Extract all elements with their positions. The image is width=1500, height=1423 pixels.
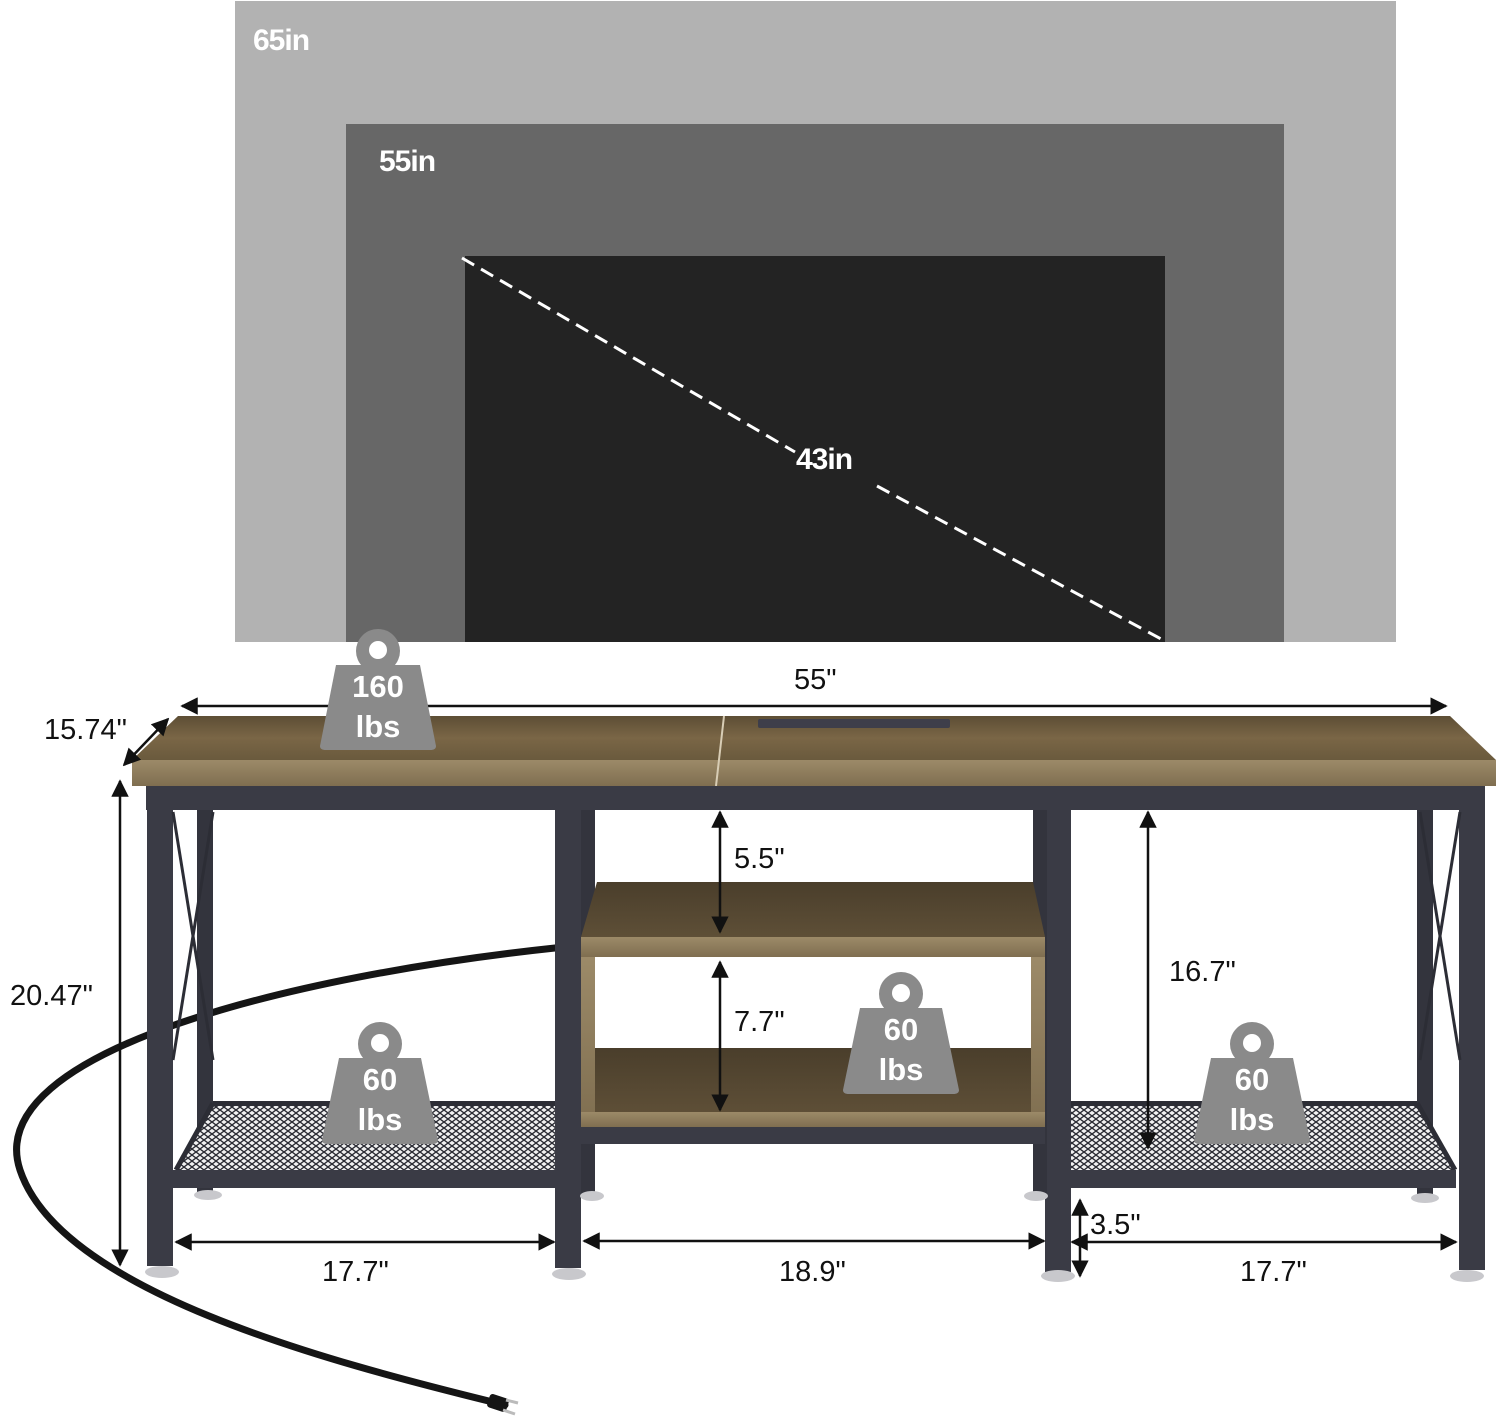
weight-label-right: 60 lbs <box>1200 1060 1304 1140</box>
center-shelf-top <box>581 882 1045 937</box>
tabletop-surface <box>132 716 1496 760</box>
weight-value: 60 <box>362 1062 398 1097</box>
weight-unit: lbs <box>357 1102 403 1137</box>
power-cable <box>13 944 559 1409</box>
weight-value: 60 <box>883 1012 919 1047</box>
power-strip-slot <box>758 719 950 728</box>
right-bay-width-label: 17.7" <box>1240 1256 1307 1288</box>
weight-unit: lbs <box>878 1052 924 1087</box>
weight-icon-top <box>320 629 436 750</box>
center-frame-rail <box>581 1127 1045 1144</box>
tv-65in-label: 65in <box>253 24 310 57</box>
weight-label-center: 60 lbs <box>849 1010 953 1090</box>
depth-label: 15.74" <box>44 714 127 746</box>
weight-value: 60 <box>1234 1062 1270 1097</box>
depth-arrow <box>122 717 170 767</box>
middle-gap-label: 7.7" <box>734 1006 785 1038</box>
diagonal-line <box>461 256 796 454</box>
top-frame-rail <box>146 786 1484 810</box>
leg-front-right <box>1459 786 1485 1270</box>
leg-front-left <box>147 786 173 1266</box>
weight-unit: lbs <box>1229 1102 1275 1137</box>
upper-gap-label: 5.5" <box>734 843 785 875</box>
tv-43in-label: 43in <box>796 443 853 476</box>
tv-43in-outline <box>465 256 1165 642</box>
leg-center-right <box>1045 810 1071 1272</box>
weight-icon-right <box>1194 1022 1310 1144</box>
side-height-label: 16.7" <box>1169 956 1236 988</box>
center-shelf-bottom <box>595 1048 1031 1113</box>
tabletop-edge <box>132 760 1496 786</box>
weight-icon-center <box>843 972 959 1094</box>
total-height-label: 20.47" <box>10 980 93 1012</box>
weight-icon-left <box>322 1022 438 1144</box>
left-bay-width-label: 17.7" <box>322 1256 389 1288</box>
center-bay-width-label: 18.9" <box>779 1256 846 1288</box>
tv-55in-label: 55in <box>379 145 436 178</box>
floor-clearance-label: 3.5" <box>1090 1209 1141 1241</box>
leg-center-left <box>555 810 581 1268</box>
weight-value: 160 <box>352 669 404 704</box>
total-width-label: 55" <box>794 664 837 696</box>
weight-label-left: 60 lbs <box>328 1060 432 1140</box>
weight-label-top: 160 lbs <box>326 667 430 747</box>
weight-unit: lbs <box>355 709 401 744</box>
plug-icon <box>487 1394 509 1412</box>
